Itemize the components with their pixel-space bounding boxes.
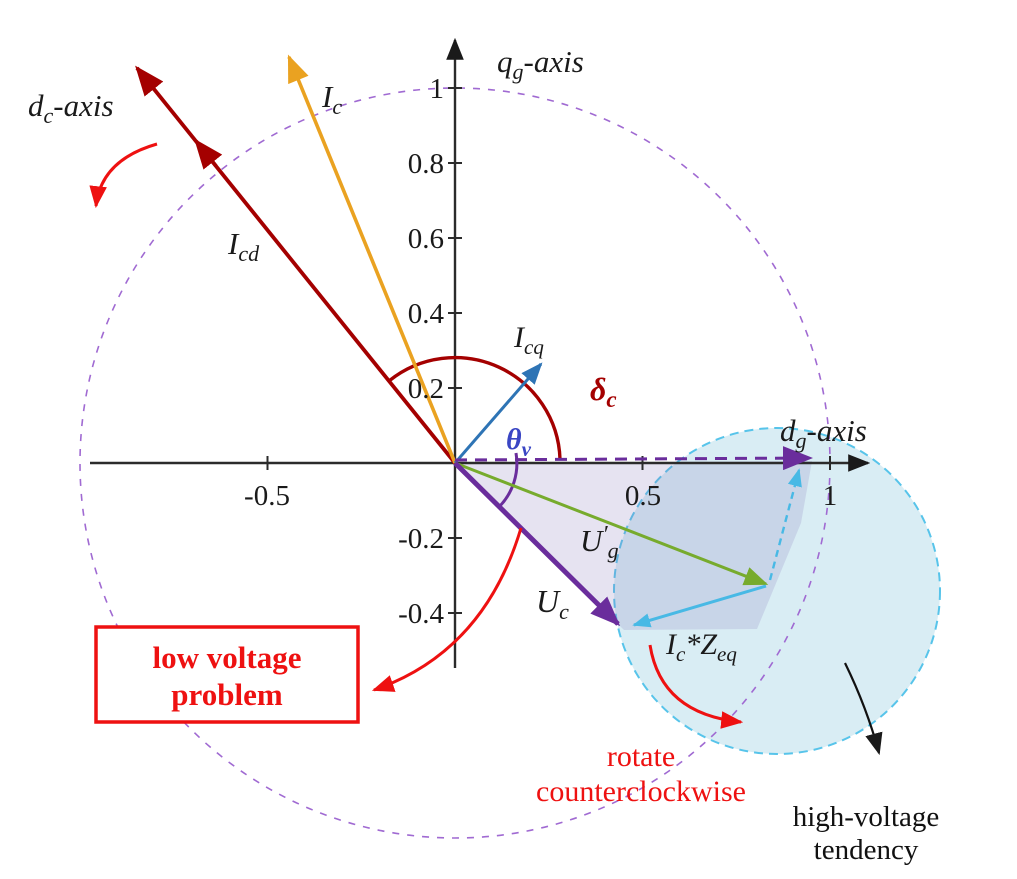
uc-label: Uc: [536, 583, 569, 624]
q-axis-label: qg-axis: [497, 44, 584, 84]
low-voltage-pointer-arrow: [371, 527, 523, 692]
ic-zeq-vector: [632, 584, 767, 628]
voltage-limit-circle: [613, 427, 941, 755]
axis-ticks: [266, 87, 831, 614]
high-voltage-pointer-arrow: [844, 662, 883, 756]
icd-vector-head: [194, 138, 223, 170]
y-tick-label: 0.8: [408, 148, 444, 180]
ic-zeq-label: Ic*Zeq: [665, 628, 737, 666]
theta-v-label: θv: [506, 423, 532, 461]
uc-vector: [453, 461, 621, 627]
y-tick-label: -0.4: [398, 598, 444, 630]
rotate-ccw-arrow: [648, 644, 744, 729]
icq-vector: [453, 362, 543, 464]
y-tick-label: 0.2: [408, 373, 444, 405]
dc-axis-rotation-arrow: [89, 142, 158, 209]
x-tick-label: -0.5: [244, 480, 290, 512]
voltage-drop-dashed-line: [768, 468, 802, 581]
low-voltage-box: [94, 625, 360, 724]
low-voltage-text-line2: problem: [171, 677, 283, 712]
y-tick-label: 0.4: [408, 298, 445, 330]
y-tick-label: 1: [430, 73, 445, 105]
ug-prime-vector: [454, 461, 769, 586]
dg-axis-dashed-vector: [454, 446, 813, 471]
x-tick-label: 1: [823, 480, 838, 512]
shaded-sector: [455, 461, 812, 630]
ic-label: Ic: [321, 79, 342, 119]
high-voltage-text-line1: high-voltage: [793, 801, 940, 833]
dc-axis-vector: [135, 65, 457, 465]
rotate-ccw-text-line2: counterclockwise: [536, 775, 746, 808]
dc-axis-label: dc-axis: [28, 88, 114, 128]
rotate-ccw-text-line1: rotate: [607, 740, 675, 773]
delta-c-label: δc: [590, 371, 617, 412]
tick-labels: -0.5 0.5 1 1 0.8 0.6 0.4 0.2 -0.2 -0.4: [244, 73, 837, 630]
y-tick-label: -0.2: [398, 523, 444, 555]
icd-label: Icd: [227, 226, 260, 266]
delta-c-arc: [387, 355, 562, 460]
high-voltage-text-line2: tendency: [814, 834, 919, 866]
x-tick-label: 0.5: [625, 480, 661, 512]
dg-axis-label: dg-axis: [780, 413, 867, 453]
y-tick-label: 0.6: [408, 223, 444, 255]
ic-vector: [287, 54, 457, 464]
ug-prime-label: U′g: [580, 522, 619, 563]
icq-label: Icq: [513, 321, 544, 359]
low-voltage-text-line1: low voltage: [153, 640, 302, 675]
